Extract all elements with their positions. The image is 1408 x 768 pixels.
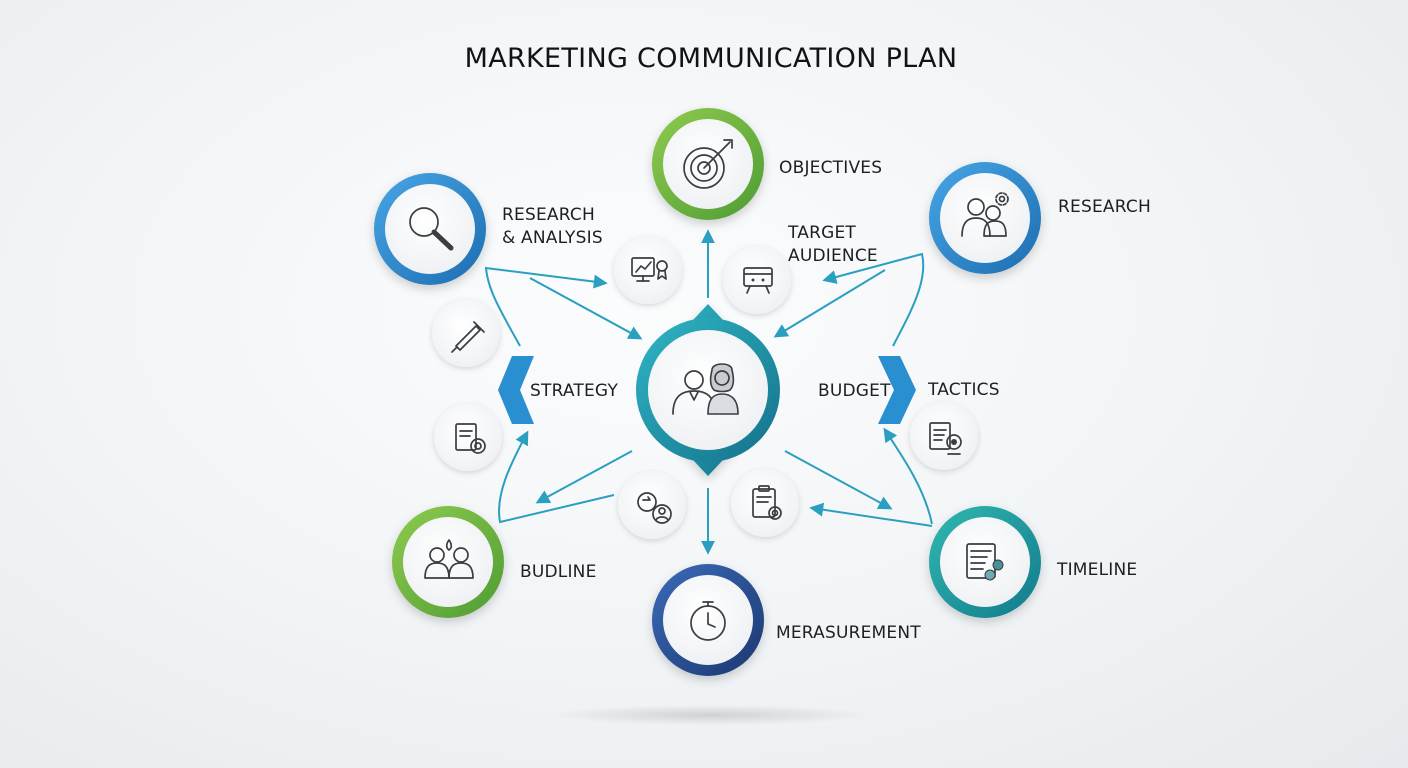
arrow-center-to-budline [535,450,633,504]
arrow-to-tactics-node [809,502,933,527]
messaging-node[interactable] [618,471,686,539]
budline-node[interactable] [392,506,504,618]
presentation-board-icon [743,267,773,294]
research-analysis-label-line2: & ANALYSIS [502,228,603,248]
budget-label: BUDGET [818,381,891,401]
people-gear-icon [961,192,1009,237]
target-icon [683,139,733,189]
pen-icon [451,321,485,353]
analytics-node[interactable] [614,236,682,304]
plan-document-node[interactable] [434,403,502,471]
arrow-center-to-timeline [784,450,893,510]
center-hub[interactable] [636,304,780,476]
target-audience-label-line1: TARGET [787,223,856,243]
budline-label: BUDLINE [520,562,597,582]
team-icon [672,363,739,415]
report-node[interactable] [731,469,799,537]
arrow-to-audience-node [822,252,925,347]
budget-chevron [878,356,916,424]
strategy-label: STRATEGY [530,381,618,401]
strategy-chevron [498,356,534,424]
timeline-label: TIMELINE [1056,560,1137,580]
document-seal-icon [455,423,486,454]
ground-shadow [550,705,870,725]
timeline-node[interactable] [929,506,1041,618]
objectives-node[interactable] [652,108,764,220]
research-node[interactable] [929,162,1041,274]
tactics-node[interactable] [910,402,978,470]
measurement-label: MERASUREMENT [776,623,921,643]
stopwatch-icon [690,601,726,641]
arrow-to-strategy [498,430,615,524]
clipboard-icon [752,485,782,520]
target-audience-label-line2: AUDIENCE [788,246,878,266]
arrow-research-to-center [773,269,886,338]
page-title: MARKETING COMMUNICATION PLAN [465,43,958,74]
arrow-to-chart-node [484,266,608,347]
chart-monitor-icon [631,257,668,282]
measurement-node[interactable] [652,564,764,676]
tactics-label: TACTICS [927,380,1000,400]
tool-node[interactable] [432,299,500,367]
people-icon [424,539,474,579]
connector-arrows [484,229,933,555]
research-label: RESEARCH [1058,197,1151,217]
arrow-research-analysis-to-center [529,277,643,340]
chat-person-icon [637,492,672,524]
magnifier-icon [409,207,454,251]
research-analysis-node[interactable] [374,173,486,285]
document-chat-icon [966,543,1004,581]
objectives-label: OBJECTIVES [779,158,882,178]
research-analysis-label-line1: RESEARCH [502,205,595,225]
document-badge-icon [929,422,962,455]
arrow-to-tactics [883,427,933,525]
audience-node[interactable] [723,246,791,314]
